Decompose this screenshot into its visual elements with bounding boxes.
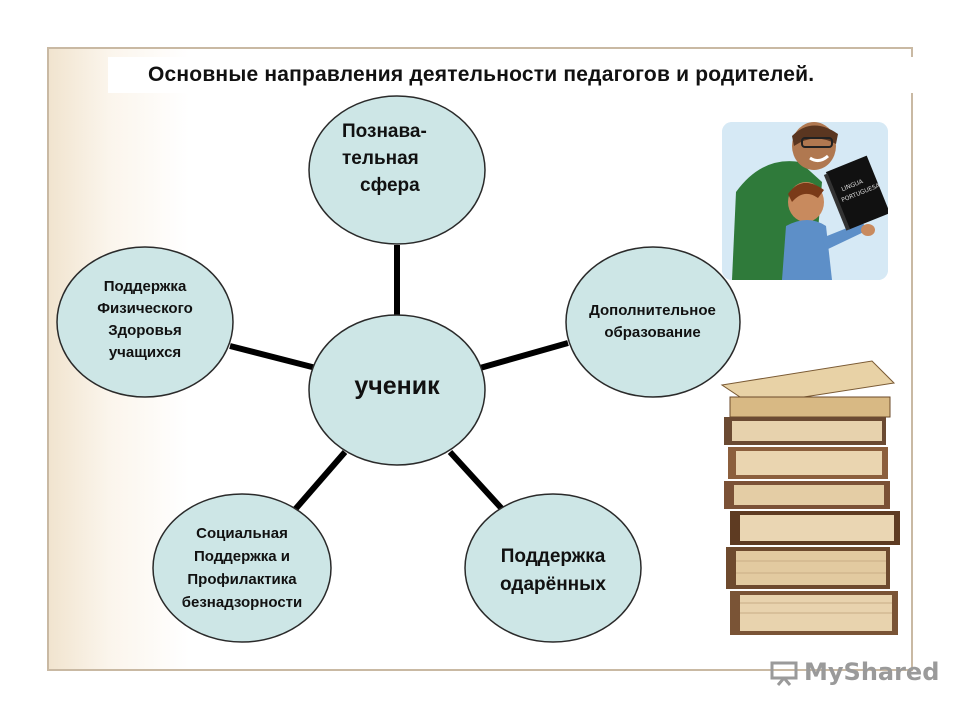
reading-illustration-icon: LINGUA PORTUGUESA — [722, 122, 888, 280]
cognitive-label: Познава- тельная сфера — [318, 118, 468, 199]
cognitive-line-3: сфера — [360, 175, 420, 196]
presentation-icon — [770, 661, 798, 686]
watermark: MyShared — [770, 658, 939, 690]
node-additional — [565, 246, 741, 398]
health-label: Поддержка Физического Здоровья учащихся — [70, 276, 220, 364]
node-cognitive — [308, 95, 486, 245]
health-line-3: Здоровья — [108, 322, 182, 339]
node-gifted — [464, 493, 642, 643]
social-line-2: Поддержка и — [194, 548, 290, 565]
node-social — [152, 493, 332, 643]
teacher-child-illustration: LINGUA PORTUGUESA — [722, 122, 888, 280]
additional-label: Дополнительное образование — [560, 300, 745, 344]
social-line-4: безнадзорности — [181, 594, 303, 611]
center-label: ученик — [354, 372, 440, 400]
health-line-4: учащихся — [108, 344, 182, 361]
additional-line-1: Дополнительное — [589, 302, 716, 319]
slide-title: Основные направления деятельности педаго… — [108, 57, 913, 93]
gifted-label: Поддержка одарённых — [468, 543, 638, 599]
node-health — [56, 246, 234, 398]
social-line-1: Социальная — [196, 525, 288, 542]
social-line-3: Профилактика — [187, 571, 297, 588]
connector-health — [229, 343, 317, 371]
health-line-1: Поддержка — [103, 278, 187, 295]
connector-additional — [479, 340, 569, 371]
node-center — [308, 314, 486, 466]
gifted-line-2: одарённых — [500, 574, 606, 595]
book-stack-icon — [720, 360, 900, 635]
cognitive-line-1: Познава- — [342, 121, 427, 142]
health-line-2: Физического — [97, 300, 193, 317]
cognitive-line-2: тельная — [342, 148, 419, 169]
watermark-text: MyShared — [804, 658, 940, 686]
connector-gifted — [447, 449, 506, 513]
social-label: Социальная Поддержка и Профилактика безн… — [150, 522, 334, 614]
connector-social — [289, 450, 348, 515]
additional-line-2: образование — [604, 324, 701, 341]
gifted-line-1: Поддержка — [500, 546, 606, 567]
